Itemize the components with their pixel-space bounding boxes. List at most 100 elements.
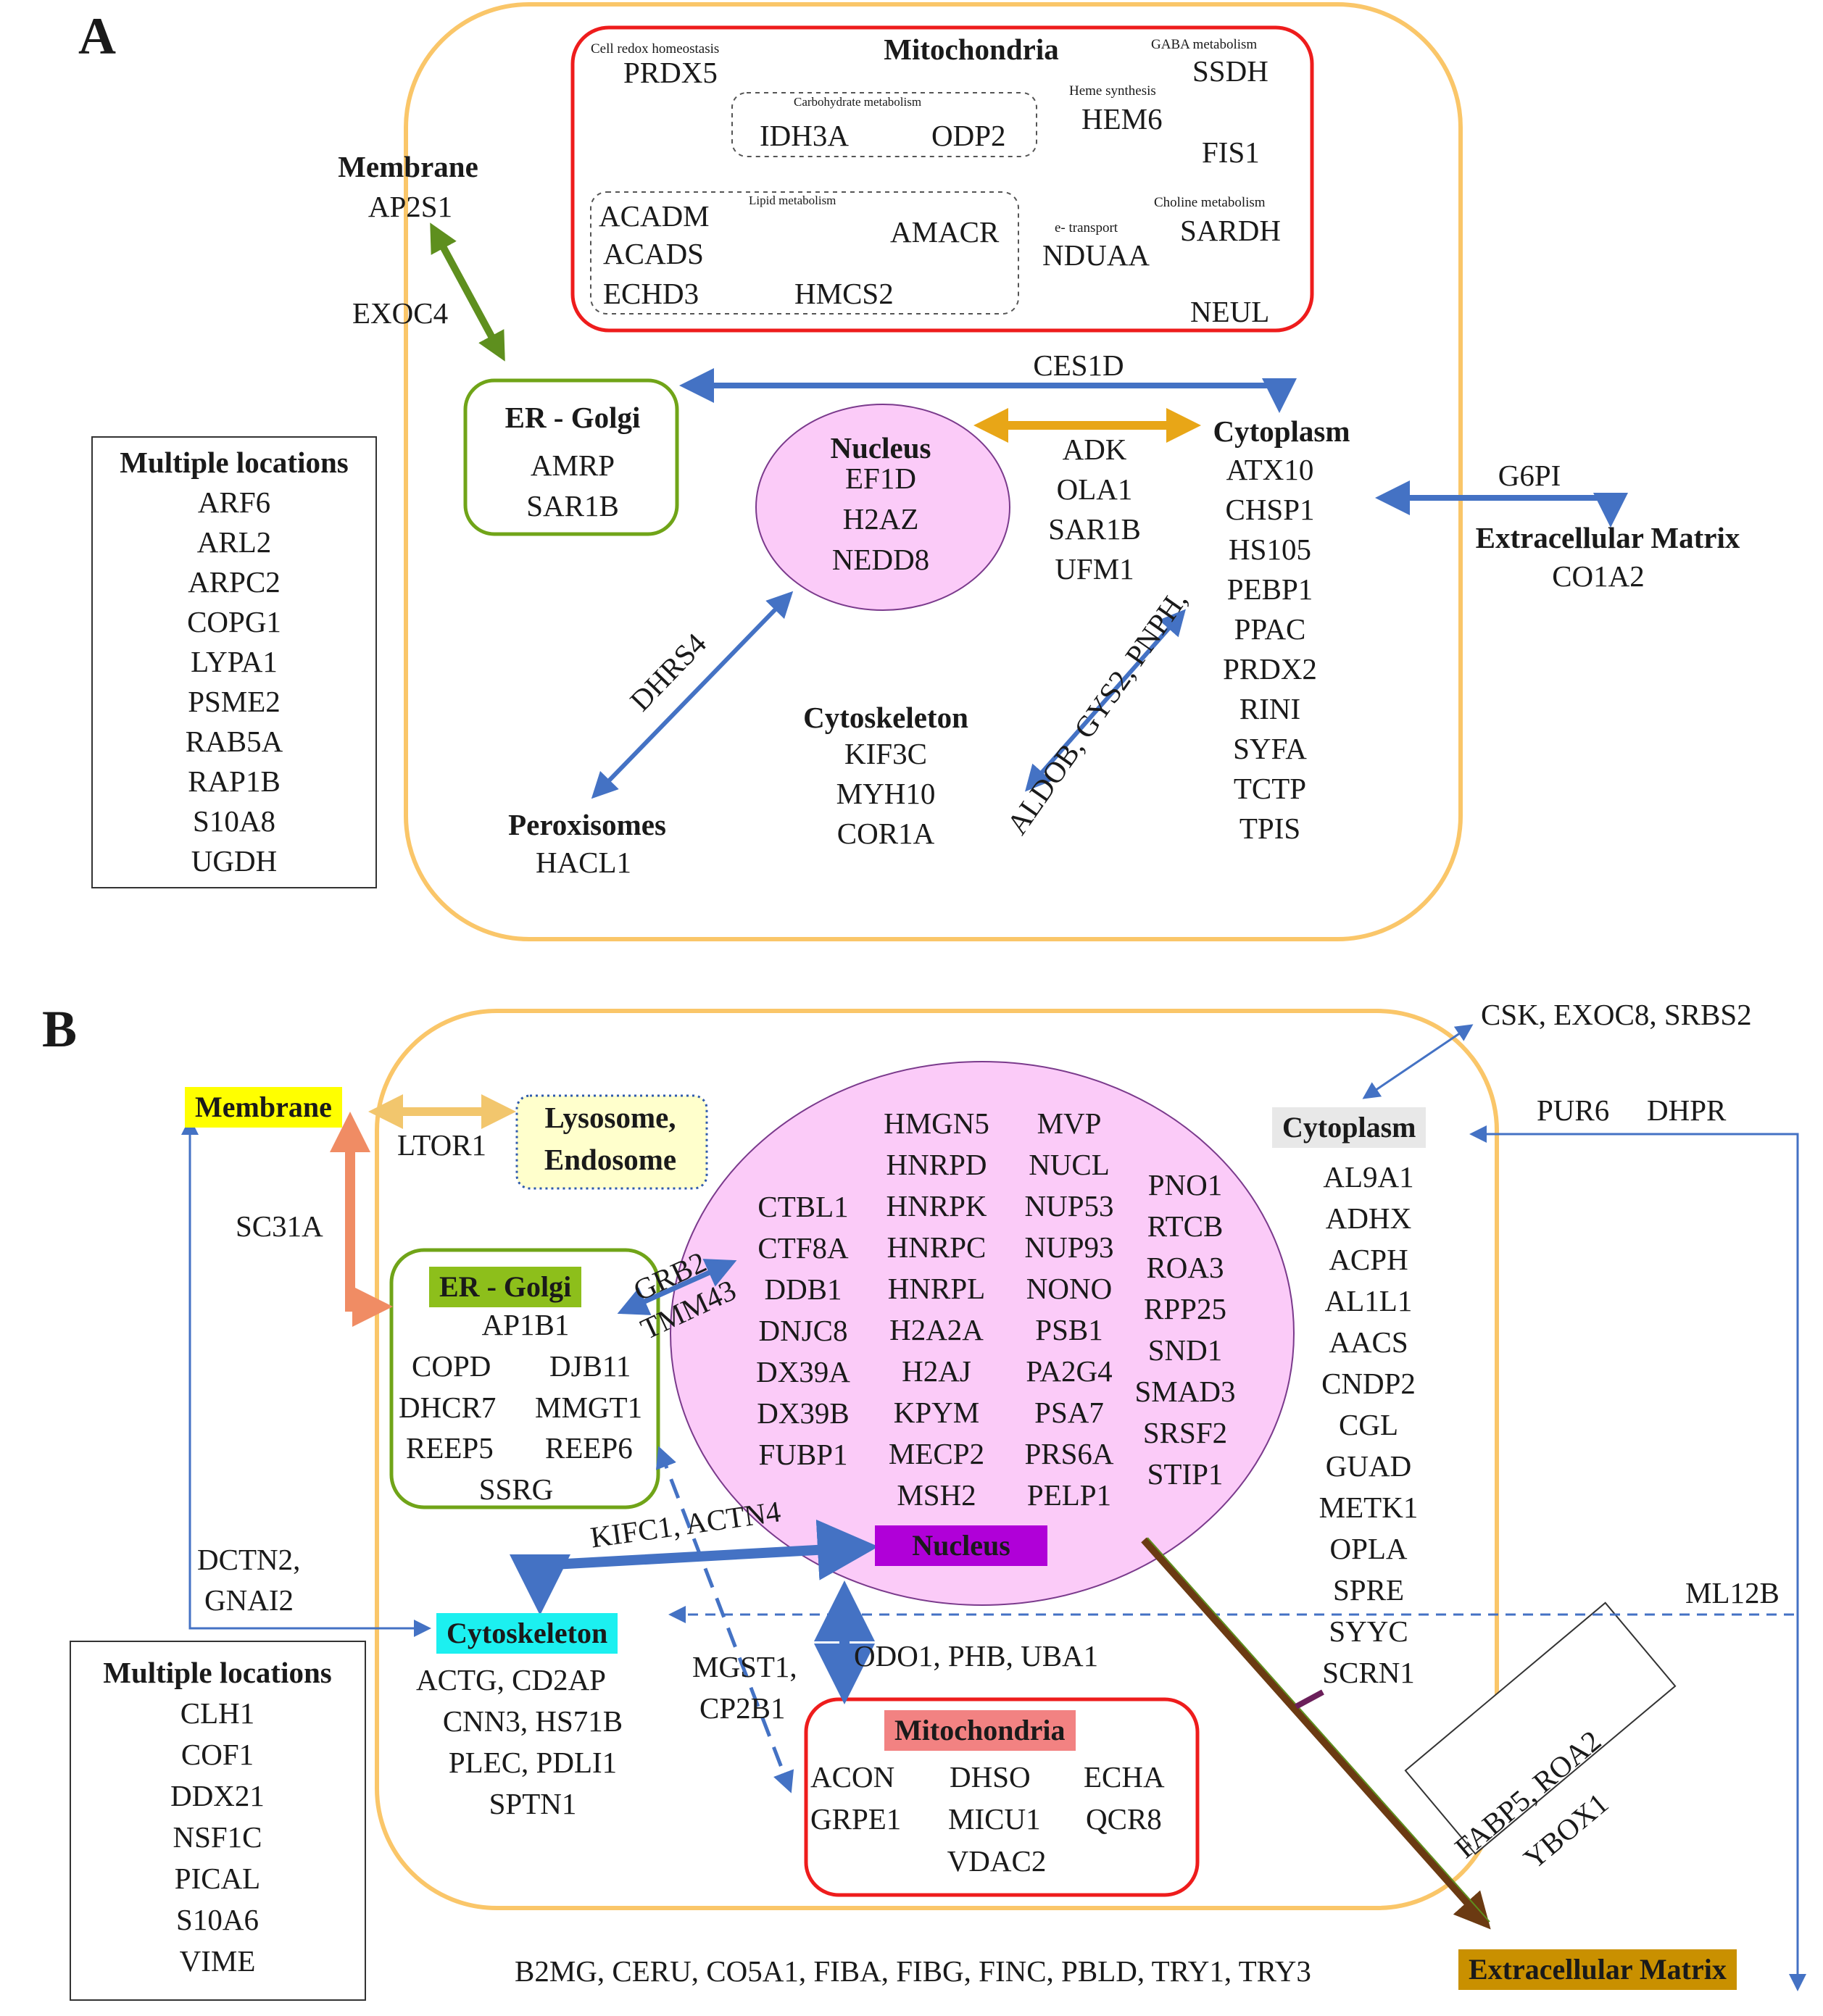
cytoskeleton-item-a-2: COR1A: [836, 817, 935, 850]
cytoskeleton-item-b-3: SPTN1: [489, 1787, 577, 1820]
mitochondria-box-b: [804, 1697, 1200, 1897]
cyto-item-b-6: CGL: [1339, 1408, 1398, 1441]
copd-label: COPD: [412, 1349, 491, 1383]
cyto-item-b-1: ADHX: [1325, 1201, 1412, 1235]
cytoskeleton-item-a-1: MYH10: [836, 777, 936, 810]
nuc-c2-8: MECP2: [888, 1437, 985, 1470]
hmcs2-label: HMCS2: [794, 277, 894, 310]
multiple-item-b-5: S10A6: [176, 1903, 259, 1936]
nuc-c2-3: HNRPC: [886, 1230, 987, 1264]
nuc-c3-0: MVP: [1037, 1107, 1102, 1140]
nuc-c2-4: HNRPL: [887, 1272, 986, 1305]
odo1-label: ODO1, PHB, UBA1: [854, 1639, 1099, 1673]
etransport-label: e- transport: [1055, 220, 1118, 236]
djb11-label: DJB11: [549, 1349, 631, 1383]
er-golgi-box-a: [463, 378, 679, 536]
nuc-c4-4: SND1: [1147, 1333, 1223, 1367]
cyto-item-a-3: PEBP1: [1226, 572, 1313, 606]
nuc-c2-1: HNRPD: [886, 1148, 987, 1181]
arrow-cytoplasm-ecm-a: [1375, 480, 1628, 528]
nuc-c3-1: NUCL: [1029, 1148, 1110, 1181]
cyto-item-a-5: PRDX2: [1223, 652, 1317, 686]
carbohydrate-label: Carbohydrate metabolism: [794, 95, 922, 109]
ecm-label-b: Extracellular Matrix: [1458, 1949, 1737, 1990]
multiple-item-a-2: ARPC2: [188, 565, 281, 599]
nucleus-item-a-2: NEDD8: [831, 543, 930, 576]
nuc-c3-4: NONO: [1026, 1272, 1113, 1305]
cyto-item-a-0: ATX10: [1226, 453, 1314, 486]
multiple-item-a-6: RAB5A: [185, 725, 283, 758]
multiple-item-b-0: CLH1: [180, 1696, 255, 1730]
nucleus-title-a: Nucleus: [830, 431, 931, 465]
membrane-label-b: Membrane: [185, 1087, 342, 1128]
nuc-c1-4: DX39A: [756, 1355, 850, 1388]
dhpr-label: DHPR: [1647, 1094, 1727, 1127]
cytoskeleton-item-a-0: KIF3C: [844, 737, 927, 770]
sc31a-label: SC31A: [236, 1209, 323, 1243]
nuc-c2-2: HNRPK: [886, 1189, 987, 1222]
ltor1-label: LTOR1: [397, 1128, 487, 1162]
lipid-group: [590, 191, 1019, 315]
csk-label: CSK, EXOC8, SRBS2: [1481, 998, 1752, 1031]
multiple-item-b-2: DDX21: [170, 1779, 265, 1812]
panel-b-letter: B: [42, 1000, 78, 1058]
peroxisomes-title-a: Peroxisomes: [508, 808, 666, 841]
lysosome-label-1: Endosome: [544, 1143, 677, 1176]
ssdh-label: SSDH: [1192, 54, 1268, 88]
multiple-item-a-7: RAP1B: [188, 765, 281, 798]
arrow-membrane-er-a: [430, 222, 505, 362]
arrow-membrane-cytoskeleton-b: [181, 1117, 431, 1637]
nuc-cyto-item-0: ADK: [1062, 433, 1127, 466]
dhcr7-label: DHCR7: [399, 1391, 497, 1424]
lysosome-label-0: Lysosome,: [544, 1101, 676, 1134]
multiple-item-a-8: S10A8: [193, 804, 275, 838]
nuc-c4-5: SMAD3: [1134, 1375, 1236, 1408]
nuc-c3-6: PA2G4: [1026, 1354, 1113, 1388]
g6pi-label: G6PI: [1498, 459, 1561, 492]
er-golgi-label-b: ER - Golgi: [429, 1267, 582, 1307]
arrow-er-cytoplasm-a: [679, 368, 1297, 413]
cyto-item-b-4: AACS: [1329, 1325, 1408, 1359]
nuc-cyto-item-1: OLA1: [1056, 472, 1133, 506]
nuc-c1-6: FUBP1: [758, 1438, 848, 1471]
mgst1-label-1: CP2B1: [699, 1691, 786, 1725]
mitochondria-label-b: Mitochondria: [884, 1710, 1076, 1751]
nuc-c4-0: PNO1: [1147, 1168, 1223, 1201]
nucleus-item-a-1: H2AZ: [842, 502, 919, 536]
nuc-c4-1: RTCB: [1147, 1209, 1224, 1243]
acads-label: ACADS: [603, 237, 704, 270]
nuc-c3-9: PELP1: [1026, 1478, 1112, 1512]
nuc-c3-3: NUP93: [1024, 1230, 1114, 1264]
er-golgi-item-a-0: AMRP: [530, 449, 615, 482]
nuc-c2-6: H2AJ: [902, 1354, 971, 1388]
multiple-title-b: Multiple locations: [103, 1656, 332, 1689]
mito-b-r1-1: DHSO: [950, 1760, 1031, 1794]
multiple-item-b-6: VIME: [179, 1944, 256, 1978]
cyto-item-b-3: AL1L1: [1324, 1284, 1413, 1317]
reep5-label: REEP5: [406, 1431, 494, 1465]
mmgt1-label: MMGT1: [535, 1391, 643, 1424]
nuc-c3-8: PRS6A: [1024, 1437, 1114, 1470]
hem6-label: HEM6: [1081, 102, 1163, 136]
nduaa-label: NDUAA: [1042, 238, 1150, 272]
nuc-c3-5: PSB1: [1035, 1313, 1103, 1346]
mito-b-r2-2: QCR8: [1086, 1802, 1162, 1836]
cytoskeleton-item-b-0: ACTG, CD2AP: [416, 1663, 606, 1696]
cyto-item-b-9: OPLA: [1329, 1532, 1408, 1565]
ssrg-label: SSRG: [478, 1473, 554, 1506]
odp2-label: ODP2: [931, 119, 1006, 152]
multiple-item-a-9: UGDH: [191, 844, 278, 878]
nuc-c1-0: CTBL1: [757, 1190, 849, 1223]
cyto-item-b-11: SYYC: [1329, 1615, 1408, 1648]
fis1-label: FIS1: [1202, 136, 1260, 169]
cyto-item-a-6: RINI: [1239, 692, 1301, 725]
cytoplasm-title-a: Cytoplasm: [1213, 415, 1350, 448]
arrow-er-nucleus-b: [617, 1259, 737, 1315]
nuc-c1-5: DX39B: [757, 1396, 850, 1430]
cytoplasm-label-b: Cytoplasm: [1272, 1107, 1427, 1148]
nuc-c3-7: PSA7: [1034, 1396, 1104, 1429]
arrow-csk-b: [1362, 1024, 1474, 1099]
ap2s1-label: AP2S1: [367, 190, 453, 223]
nuc-c1-1: CTF8A: [757, 1231, 849, 1265]
multiple-item-b-3: NSF1C: [173, 1820, 262, 1854]
